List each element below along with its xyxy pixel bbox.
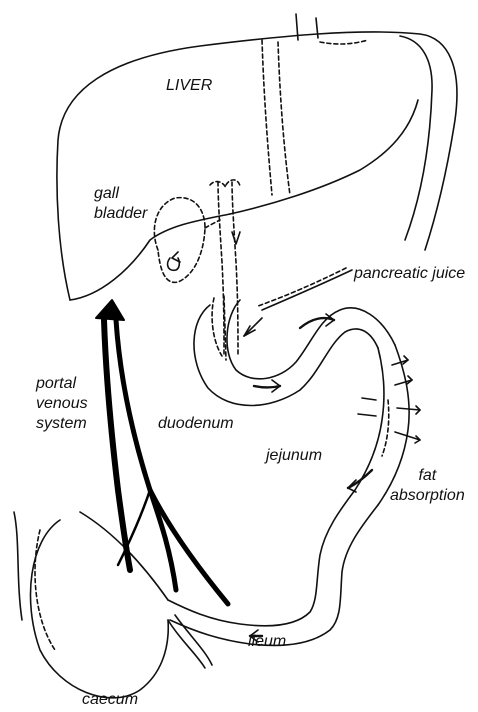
gall-bladder-label-line-1: gall [94, 184, 147, 204]
pancreatic-duct [244, 268, 352, 336]
portal-venous-system [96, 300, 228, 604]
portal-venous-system-label-line-1: portal [36, 374, 88, 394]
ileum-label: ileum [248, 632, 286, 652]
liver-label: LIVER [166, 76, 212, 96]
pancreatic-juice-label: pancreatic juice [354, 264, 465, 284]
portal-venous-system-label-line-2: venous [36, 394, 88, 414]
gall-bladder-label: gall bladder [94, 184, 147, 224]
gall-bladder-label-line-2: bladder [94, 204, 147, 224]
duodenum-label: duodenum [158, 414, 234, 434]
caecum-label: caecum [82, 690, 138, 710]
portal-venous-system-label: portal venous system [36, 374, 88, 434]
liver-outline [57, 14, 457, 300]
portal-venous-system-label-line-3: system [36, 414, 88, 434]
fat-absorption-arrows [358, 356, 420, 443]
jejunum-label: jejunum [266, 446, 322, 466]
fat-absorption-label-line-1: fat [390, 466, 465, 486]
fat-absorption-label: fat absorption [390, 466, 465, 506]
fat-absorption-label-line-2: absorption [390, 486, 465, 506]
